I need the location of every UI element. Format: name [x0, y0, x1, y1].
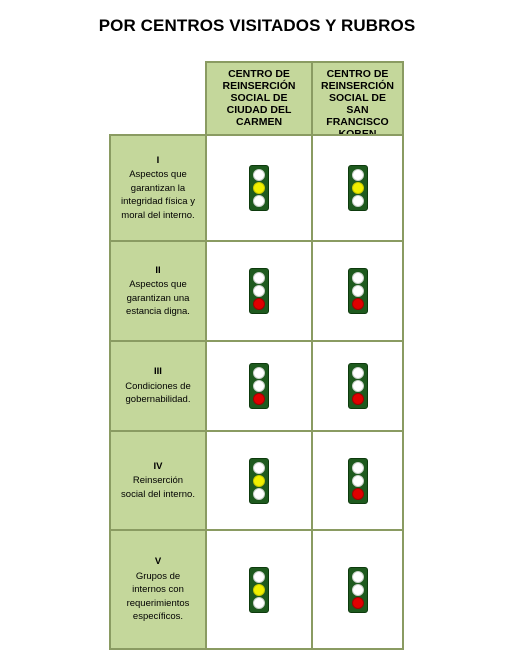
traffic-light-icon [249, 268, 269, 314]
row-label-i: I Aspectos que garantizan la integridad f… [109, 134, 207, 242]
red-light-icon [351, 393, 364, 405]
off-light-icon [253, 487, 265, 500]
row-number: I [156, 154, 160, 166]
row-label-iii: III Condiciones de gobernabilidad. [109, 340, 207, 432]
status-cell-iv-ciudad-del-carmen [205, 430, 313, 531]
traffic-light-icon [249, 566, 269, 613]
yellow-light-icon [253, 583, 265, 596]
row-number: III [154, 366, 162, 378]
off-light-icon [351, 195, 364, 207]
off-light-icon [351, 285, 364, 297]
row-description: Reinserción social del interno. [121, 475, 195, 500]
red-light-icon [351, 298, 364, 310]
off-light-icon [351, 380, 364, 392]
off-light-icon [253, 367, 265, 379]
column-header-label: CENTRO DE REINSERCIÓN SOCIAL DE CIUDAD D… [222, 68, 296, 128]
traffic-light-icon [347, 566, 368, 613]
status-cell-ii-san-francisco-koben [311, 240, 404, 342]
traffic-light-icon [249, 457, 269, 504]
status-cell-v-san-francisco-koben [311, 529, 404, 650]
red-light-icon [351, 596, 364, 609]
status-cell-i-san-francisco-koben [311, 134, 404, 242]
off-light-icon [351, 367, 364, 379]
traffic-light-icon [249, 363, 269, 409]
off-light-icon [351, 461, 364, 474]
status-cell-i-ciudad-del-carmen [205, 134, 313, 242]
off-light-icon [253, 169, 265, 181]
off-light-icon [253, 596, 265, 609]
red-light-icon [351, 487, 364, 500]
off-light-icon [253, 380, 265, 392]
status-cell-ii-ciudad-del-carmen [205, 240, 313, 342]
row-description: Aspectos que garantizan la integridad fí… [121, 169, 195, 221]
traffic-light-icon [249, 165, 269, 211]
status-cell-v-ciudad-del-carmen [205, 529, 313, 650]
traffic-light-icon [347, 363, 368, 409]
off-light-icon [351, 272, 364, 284]
row-description: Condiciones de gobernabilidad. [125, 380, 191, 406]
row-number: V [154, 556, 162, 568]
row-number: II [155, 264, 161, 276]
status-cell-iii-san-francisco-koben [311, 340, 404, 432]
off-light-icon [253, 272, 265, 284]
status-cell-iv-san-francisco-koben [311, 430, 404, 531]
row-label-ii: II Aspectos que garantizan una estancia d… [109, 240, 207, 342]
row-label-iv: IV Reinserción social del interno. [109, 430, 207, 531]
yellow-light-icon [253, 474, 265, 487]
off-light-icon [351, 583, 364, 596]
off-light-icon [253, 570, 265, 583]
row-description: Grupos de internos con requerimientos es… [126, 570, 190, 623]
column-header-san-francisco-koben: CENTRO DE REINSERCIÓN SOCIAL DE SAN FRAN… [311, 61, 404, 140]
row-number: IV [153, 460, 163, 472]
off-light-icon [253, 461, 265, 474]
off-light-icon [351, 169, 364, 181]
red-light-icon [253, 298, 265, 310]
red-light-icon [253, 393, 265, 405]
row-description: Aspectos que garantizan una estancia dig… [126, 279, 190, 317]
yellow-light-icon [351, 182, 364, 194]
row-label-v: V Grupos de internos con requerimientos e… [109, 529, 207, 650]
page-title: POR CENTROS VISITADOS Y RUBROS [98, 16, 416, 35]
column-header-label: CENTRO DE REINSERCIÓN SOCIAL DE SAN FRAN… [321, 68, 394, 140]
off-light-icon [253, 195, 265, 207]
off-light-icon [253, 285, 265, 297]
status-cell-iii-ciudad-del-carmen [205, 340, 313, 432]
off-light-icon [351, 570, 364, 583]
off-light-icon [351, 474, 364, 487]
traffic-light-icon [347, 268, 368, 314]
traffic-light-icon [347, 457, 368, 504]
column-header-ciudad-del-carmen: CENTRO DE REINSERCIÓN SOCIAL DE CIUDAD D… [205, 61, 313, 136]
traffic-light-icon [347, 165, 368, 211]
yellow-light-icon [253, 182, 265, 194]
